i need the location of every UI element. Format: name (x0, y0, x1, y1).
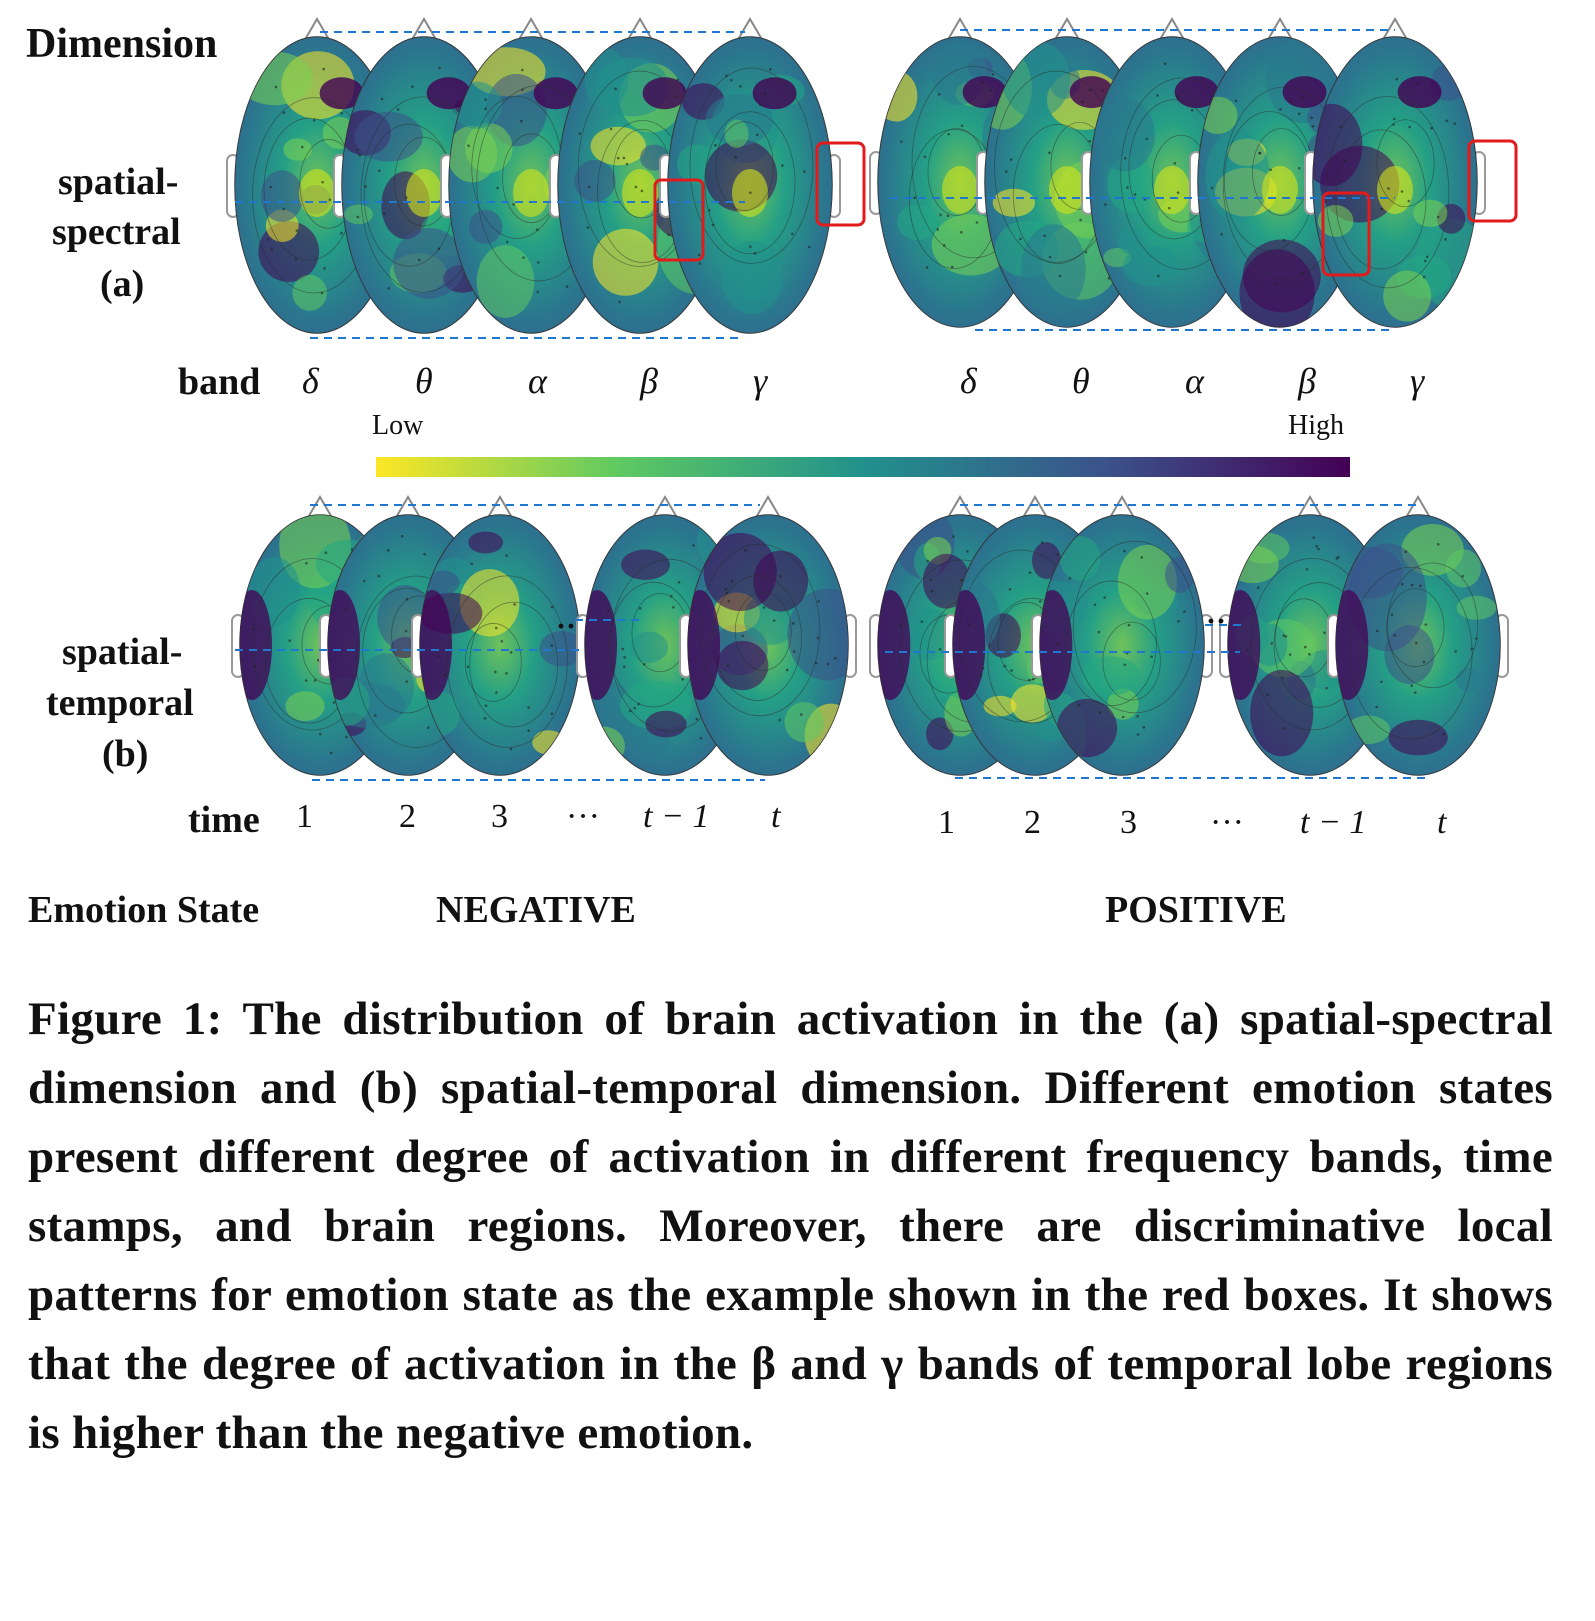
band-label: band (178, 361, 261, 403)
band-delta-pos: δ (960, 361, 977, 401)
negative-label: NEGATIVE (436, 889, 636, 931)
row-b-label-3: (b) (102, 733, 149, 775)
band-gamma-neg: γ (753, 361, 768, 401)
red-highlight-box-1 (815, 141, 866, 227)
time-t-minus-1-neg: t − 1 (643, 798, 710, 835)
caption-text: The distribution of brain activation in … (28, 993, 1553, 1459)
emotion-state-label: Emotion State (28, 889, 260, 931)
time-2-neg: 2 (399, 798, 416, 835)
head-temporal-pos-2 (1031, 495, 1213, 776)
band-alpha-pos: α (1185, 361, 1204, 401)
head-spectral-pos-4 (1304, 17, 1486, 328)
band-beta-neg: β (640, 361, 658, 401)
time-t-pos: t (1437, 804, 1447, 841)
positive-label: POSITIVE (1105, 889, 1287, 931)
colorbar-high-label: High (1288, 410, 1344, 441)
band-theta-neg: θ (415, 361, 433, 401)
time-t-minus-1-pos: t − 1 (1300, 804, 1367, 841)
figure-number: Figure 1: (28, 993, 223, 1045)
ellipsis-pos: ·· (1206, 605, 1227, 638)
time-3-neg: 3 (491, 798, 508, 835)
head-spectral-pos-3 (1189, 17, 1371, 328)
row-a-label-1: spatial- (58, 161, 179, 203)
ellipsis-neg: ·· (556, 610, 577, 643)
row-b-label-1: spatial- (62, 631, 183, 673)
time-dots-pos: ··· (1210, 804, 1244, 841)
head-temporal-neg-2 (411, 495, 589, 776)
dimension-label: Dimension (26, 21, 218, 67)
band-theta-pos: θ (1072, 361, 1090, 401)
row-a-label-3: (a) (100, 263, 145, 305)
time-2-pos: 2 (1024, 804, 1041, 841)
brain-activation-figure (226, 17, 1518, 781)
time-t-neg: t (771, 798, 781, 835)
row-a-label-2: spectral (52, 211, 181, 253)
figure-caption: Figure 1: The distribution of brain acti… (28, 985, 1553, 1468)
red-highlight-box-2 (1321, 191, 1371, 277)
band-gamma-pos: γ (1410, 361, 1425, 401)
time-1-neg: 1 (296, 798, 313, 835)
band-alpha-neg: α (528, 361, 547, 401)
head-spectral-neg-4 (659, 17, 841, 334)
band-delta-neg: δ (302, 361, 319, 401)
time-dots-neg: ··· (566, 798, 600, 835)
time-1-pos: 1 (938, 804, 955, 841)
time-3-pos: 3 (1120, 804, 1137, 841)
time-label: time (188, 799, 260, 841)
head-temporal-pos-4 (1327, 495, 1509, 776)
row-b-label-2: temporal (46, 682, 194, 724)
red-highlight-box-0 (653, 178, 705, 262)
colorbar (376, 457, 1350, 477)
red-highlight-box-3 (1467, 139, 1518, 223)
band-beta-pos: β (1298, 361, 1316, 401)
colorbar-low-label: Low (372, 410, 424, 441)
